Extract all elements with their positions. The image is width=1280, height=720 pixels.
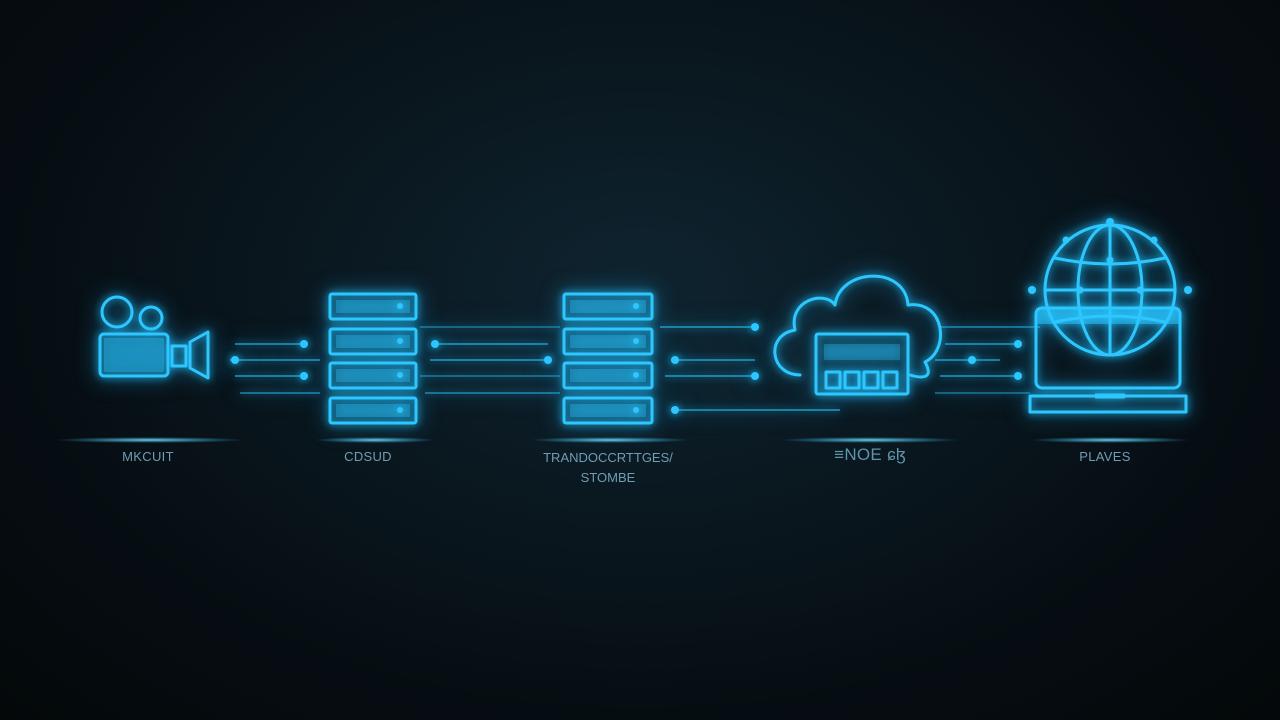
server-rack-icon [328, 292, 418, 425]
connector-dots [231, 323, 1022, 414]
stage-label-cloud: ≡NOE ɕɮ [834, 445, 906, 464]
label-underlines [55, 437, 1190, 443]
cloud-server-icon [773, 274, 942, 396]
stage-label-transcoding: TRANDOCCRTTGES/ STOMBE [543, 448, 673, 488]
stage-label-ingest: MKCUIT [122, 449, 174, 464]
server-rack-icon [562, 292, 654, 425]
stage-label-cdn: CDSUD [344, 449, 392, 464]
video-camera-icon [98, 295, 210, 380]
connector-lines [230, 310, 1040, 411]
globe-laptop-icon [1028, 218, 1192, 414]
stage-label-transcoding-line1: TRANDOCCRTTGES/ [543, 450, 673, 465]
stage-label-transcoding-line2: STOMBE [580, 470, 636, 485]
stage-label-players: PLAVES [1079, 449, 1131, 464]
